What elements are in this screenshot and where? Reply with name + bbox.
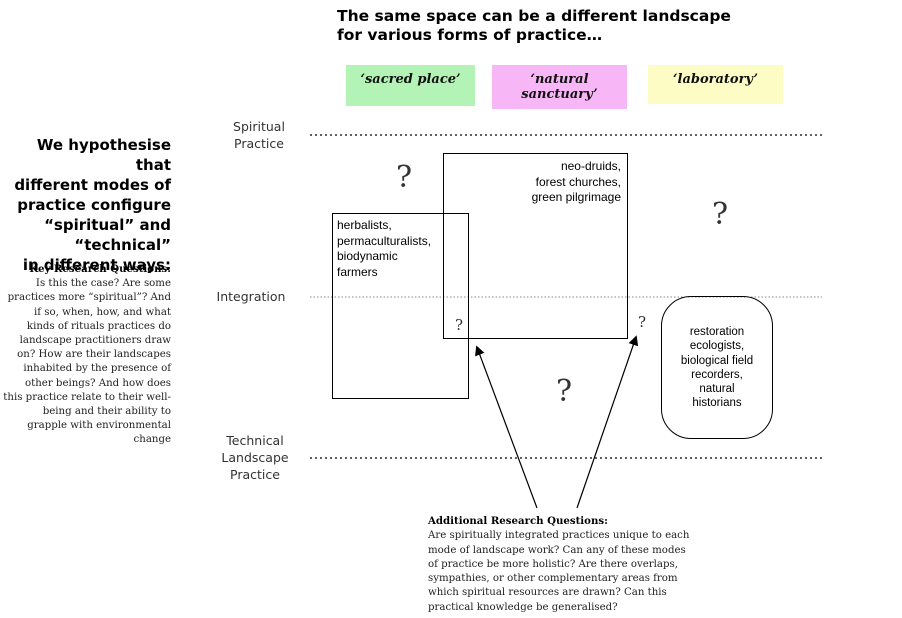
question-mark-technical: ?	[556, 374, 573, 409]
box-line: recorders,	[691, 368, 743, 381]
right-arrow	[576, 335, 639, 509]
box-line: historians	[692, 397, 742, 410]
hypothesis-line: We hypothesise that	[36, 136, 171, 174]
sacred-place-label: ‘sacred place’	[346, 65, 475, 106]
question-mark-overlap: ?	[455, 316, 464, 334]
axis-label-line: Spiritual	[233, 119, 285, 134]
key-research-questions: Key Research Questions: Is this the case…	[0, 262, 171, 448]
axis-label-line: Integration	[216, 289, 286, 304]
hypothesis-line: “spiritual” and	[44, 216, 171, 234]
kq-line: being and their ability to	[42, 406, 171, 418]
box-line: natural	[699, 383, 735, 396]
axis-label-line: Practice	[230, 467, 280, 482]
aq-line: practical knowledge be generalised?	[428, 601, 618, 613]
hypothesis-statement: We hypothesise that different modes of p…	[0, 135, 171, 275]
additional-research-questions: Additional Research Questions: Are spiri…	[428, 514, 718, 615]
hypothesis-line: practice configure	[17, 196, 171, 214]
kq-line: Is this the case? Are some	[35, 278, 171, 290]
herbalists-text: herbalists, permaculturalists, biodynami…	[337, 218, 431, 280]
kq-line: kinds of rituals practices do	[26, 320, 171, 332]
question-mark-sacred: ?	[396, 160, 413, 195]
axis-label-line: Technical	[226, 433, 284, 448]
key-questions-heading: Key Research Questions:	[29, 263, 171, 275]
box-line: neo-druids,	[560, 159, 621, 173]
ecologists-text: restoration ecologists, biological field…	[662, 325, 772, 411]
kq-line: if so, when, how, and what	[34, 306, 171, 318]
box-line: herbalists,	[337, 218, 392, 232]
box-line: ecologists,	[689, 340, 745, 353]
laboratory-label: ‘laboratory’	[648, 65, 783, 104]
integration-label: Integration	[210, 288, 292, 305]
axis-label-line: Practice	[234, 136, 284, 151]
box-line: farmers	[337, 264, 378, 279]
natural-sanctuary-label: ‘natural sanctuary’	[492, 65, 627, 109]
kq-line: this practice relate to their well-	[3, 391, 171, 403]
aq-line: of practice be more holistic? Are there …	[428, 558, 678, 570]
kq-line: on? How are their landscapes	[17, 349, 171, 361]
herbalists-box: herbalists, permaculturalists, biodynami…	[332, 213, 469, 399]
laboratory-text: ‘laboratory’	[672, 72, 758, 87]
kq-line: practices more “spiritual”? And	[7, 292, 171, 304]
aq-line: sympathies, or other complementary areas…	[428, 573, 678, 585]
spiritual-practice-label: Spiritual Practice	[222, 118, 296, 152]
neo-druids-box: neo-druids, forest churches, green pilgr…	[443, 153, 628, 339]
box-line: restoration	[689, 326, 745, 338]
ecologists-box: restoration ecologists, biological field…	[661, 296, 773, 439]
title-line-1: The same space can be a different landsc…	[337, 7, 731, 25]
question-mark-gap: ?	[638, 313, 647, 331]
aq-line: which spiritual resources are drawn? Can…	[428, 587, 667, 599]
box-line: biological field	[680, 354, 754, 367]
kq-line: grapple with environmental	[27, 420, 171, 432]
hypothesis-line: “technical”	[74, 236, 171, 254]
kq-line: inhabited by the presence of	[23, 363, 171, 375]
question-mark-laboratory: ?	[712, 197, 729, 232]
natural-sanctuary-text: ‘natural sanctuary’	[521, 72, 598, 102]
title-line-2: for various forms of practice…	[337, 26, 603, 44]
aq-line: Are spiritually integrated practices uni…	[428, 530, 690, 542]
kq-line: other beings? And how does	[25, 377, 171, 389]
box-line: biodynamic	[337, 249, 398, 263]
box-line: permaculturalists,	[337, 233, 432, 248]
hypothesis-line: different modes of	[14, 176, 171, 194]
technical-practice-label: Technical Landscape Practice	[212, 432, 298, 483]
kq-line: change	[133, 434, 171, 446]
neo-druids-text: neo-druids, forest churches, green pilgr…	[532, 159, 621, 206]
sacred-place-text: ‘sacred place’	[360, 72, 461, 87]
left-arrow	[475, 345, 538, 509]
box-line: green pilgrimage	[531, 190, 621, 204]
axis-label-line: Landscape	[221, 450, 289, 465]
kq-line: landscape practitioners draw	[19, 335, 171, 347]
box-line: forest churches,	[535, 174, 621, 189]
hypothesis-line: in different ways:	[22, 256, 171, 274]
additional-questions-heading: Additional Research Questions:	[428, 515, 608, 527]
diagram-title: The same space can be a different landsc…	[337, 7, 757, 45]
aq-line: mode of landscape work? Can any of these…	[428, 544, 686, 556]
